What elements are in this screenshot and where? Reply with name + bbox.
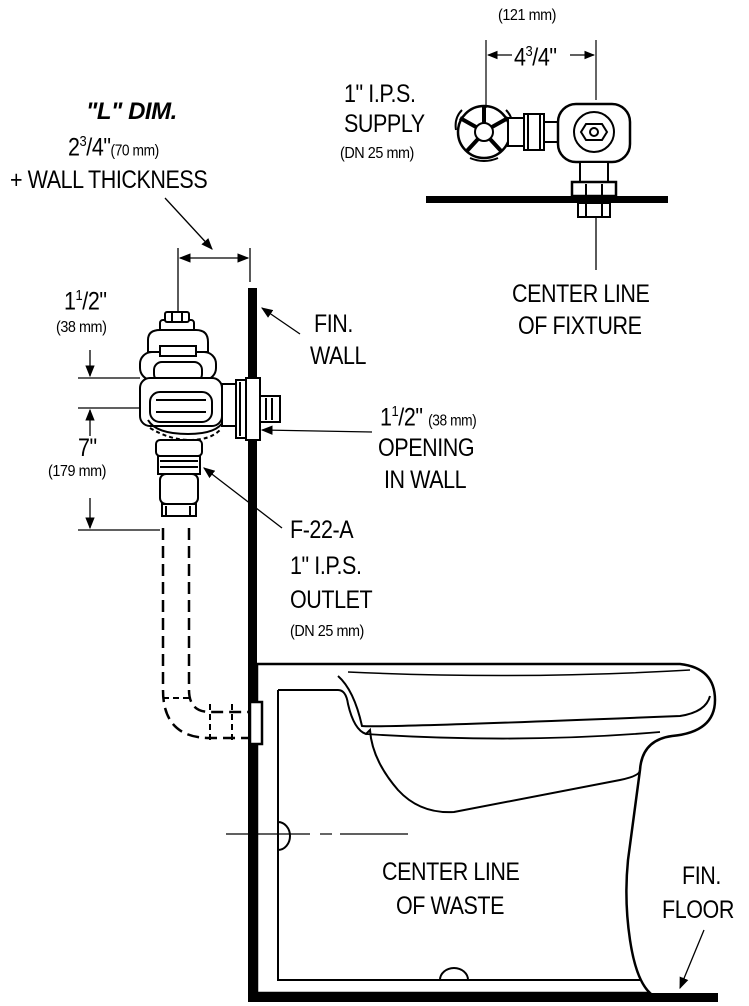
l-dim-mm: (70 mm) [110, 142, 160, 160]
supply-dn-label: (DN 25 mm) [340, 145, 414, 162]
supply-width-num: 3 [525, 43, 533, 60]
fin-wall-line1: FIN. [314, 310, 353, 338]
wall-opening-num: 1 [391, 403, 399, 420]
outlet-model: F-22-A [290, 516, 354, 544]
wall-opening-mm: (38 mm) [428, 412, 477, 430]
toilet-bowl [248, 662, 717, 995]
outlet-dn: (DN 25 mm) [290, 623, 364, 640]
fin-floor-line2: FLOOR [662, 896, 734, 924]
supply-width-dimension: 43/4" [514, 43, 557, 72]
waste-centerline-line2: OF WASTE [396, 892, 505, 920]
valve-dimensions [78, 350, 160, 531]
outlet-pipe-dashed [161, 528, 248, 744]
valve-height-whole: 1 [64, 287, 76, 316]
wall-opening-den: 2" [403, 403, 423, 432]
l-dim-value: 23/4"(70 mm) [68, 133, 160, 162]
supply-width-mm: (121 mm) [498, 7, 557, 24]
supply-width-whole: 4 [514, 43, 526, 72]
wall-opening-whole: 1 [380, 403, 392, 432]
fixture-centerline-line1: CENTER LINE [512, 280, 650, 308]
wall-opening-dimension: 11/2" (38 mm) [380, 403, 477, 432]
l-dim-wall-thickness: + WALL THICKNESS [10, 166, 208, 194]
finished-wall [248, 288, 718, 1002]
wall-opening-label-2: IN WALL [384, 466, 467, 494]
l-dim-den: 4" [91, 133, 111, 162]
outlet-size: 1" I.P.S. [290, 552, 362, 580]
fin-wall-line2: WALL [310, 342, 367, 370]
l-dim-whole: 2 [68, 133, 80, 162]
flush-valve [139, 311, 281, 517]
valve-height-mm: (38 mm) [56, 319, 107, 336]
fin-floor-line1: FIN. [682, 862, 721, 890]
outlet-length-mm: (179 mm) [48, 463, 107, 480]
supply-size-label: 1" I.P.S. [344, 80, 416, 108]
outlet-length-dimension: 7" [78, 434, 97, 462]
waste-centerline-line1: CENTER LINE [382, 858, 520, 886]
fixture-centerline-line2: OF FIXTURE [518, 312, 642, 340]
valve-height-dimension: 11/2" [64, 287, 107, 316]
supply-label: SUPPLY [344, 110, 425, 138]
l-dim-num: 3 [79, 133, 87, 150]
l-dim-title: "L" DIM. [86, 98, 177, 125]
supply-width-den: 4" [537, 43, 557, 72]
valve-height-num: 1 [75, 287, 83, 304]
supply-stop-plan-view [426, 40, 668, 270]
valve-height-den: 2" [87, 287, 107, 316]
outlet-label: OUTLET [290, 586, 373, 614]
wall-opening-label: OPENING [378, 434, 475, 462]
l-dimension [164, 197, 251, 312]
